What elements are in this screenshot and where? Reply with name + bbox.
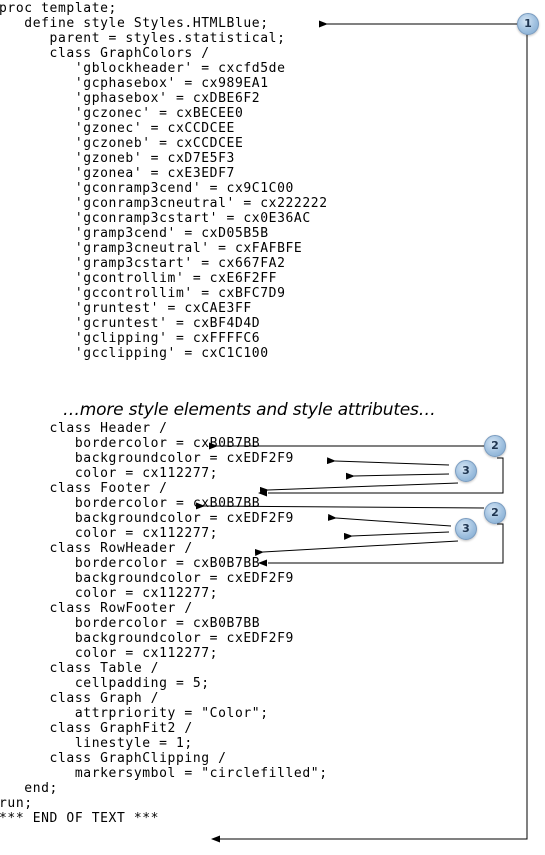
code-line: define style Styles.HTMLBlue; [0, 16, 269, 31]
code-line: class Footer / [0, 481, 168, 496]
callout-badge: 3 [455, 460, 477, 482]
code-line: class GraphClipping / [0, 751, 227, 766]
code-line: class GraphColors / [0, 46, 210, 61]
code-line: bordercolor = cxB0B7BB [0, 436, 261, 451]
code-line: 'gconramp3cend' = cx9C1C00 [0, 181, 294, 196]
code-line: 'gczoneb' = cxCCDCEE [0, 136, 244, 151]
code-line: 'gconramp3cneutral' = cx222222 [0, 196, 328, 211]
code-line: class GraphFit2 / [0, 721, 193, 736]
code-line: 'gzoneb' = cxD7E5F3 [0, 151, 235, 166]
omitted-content-note: …more style elements and style attribute… [63, 400, 436, 420]
code-line: class Header / [0, 421, 168, 436]
code-line: 'gclipping' = cxFFFFC6 [0, 331, 261, 346]
arrow-callout-3-backgroundcolor [345, 472, 450, 480]
callout-badge: 3 [455, 518, 477, 540]
code-line: backgroundcolor = cxEDF2F9 [0, 631, 294, 646]
code-line: 'gcclipping' = cxC1C100 [0, 346, 269, 361]
code-line: class Graph / [0, 691, 160, 706]
code-line: color = cx112277; [0, 526, 219, 541]
code-line: 'gramp3cend' = cxD05B5B [0, 226, 269, 241]
code-line: 'gramp3cneutral' = cxFAFBFE [0, 241, 303, 256]
code-line: backgroundcolor = cxEDF2F9 [0, 511, 294, 526]
code-line: 'gczonec' = cxBECEE0 [0, 106, 244, 121]
arrow-callout-3-footer-backgroundcolor [343, 531, 450, 540]
code-line: end; [0, 781, 58, 796]
code-line: class Table / [0, 661, 160, 676]
code-line: 'gruntest' = cxCAE3FF [0, 301, 252, 316]
code-line: backgroundcolor = cxEDF2F9 [0, 571, 294, 586]
code-line: 'gphasebox' = cxDBE6F2 [0, 91, 261, 106]
code-line: attrpriority = "Color"; [0, 706, 269, 721]
code-line: *** END OF TEXT *** [0, 811, 160, 826]
code-line: cellpadding = 5; [0, 676, 210, 691]
code-line: run; [0, 796, 33, 811]
code-line: color = cx112277; [0, 466, 219, 481]
code-line: bordercolor = cxB0B7BB [0, 556, 261, 571]
arrow-callout-3-footer-color [254, 540, 459, 556]
code-line: bordercolor = cxB0B7BB [0, 616, 261, 631]
code-line: class RowFooter / [0, 601, 193, 616]
callout-badge: 2 [484, 435, 506, 457]
code-line: linestyle = 1; [0, 736, 193, 751]
code-line: 'gblockheader' = cxcfd5de [0, 61, 286, 76]
arrow-callout-3-bordercolor [326, 457, 450, 466]
code-line: parent = styles.statistical; [0, 31, 286, 46]
code-line: bordercolor = cxB0B7BB [0, 496, 261, 511]
code-line: backgroundcolor = cxEDF2F9 [0, 451, 294, 466]
code-line: 'gcruntest' = cxBF4D4D [0, 316, 261, 331]
code-line: 'gcphasebox' = cx989EA1 [0, 76, 269, 91]
code-line: color = cx112277; [0, 586, 219, 601]
code-line: markersymbol = "circlefilled"; [0, 766, 328, 781]
arrowhead-end-of-text [211, 835, 220, 843]
code-line: 'gzonec' = cxCCDCEE [0, 121, 235, 136]
code-line: 'gzonea' = cxE3EDF7 [0, 166, 235, 181]
code-line: color = cx112277; [0, 646, 219, 661]
callout-badge: 2 [484, 502, 506, 524]
code-line: 'gramp3cstart' = cx667FA2 [0, 256, 286, 271]
code-line: 'gconramp3cstart' = cx0E36AC [0, 211, 311, 226]
code-line: proc template; [0, 1, 117, 16]
code-line: 'gccontrollim' = cxBFC7D9 [0, 286, 286, 301]
code-line: 'gcontrollim' = cxE6F2FF [0, 271, 278, 286]
arrow-callout-3-footer-bordercolor [327, 513, 452, 527]
callout-badge: 1 [517, 13, 539, 35]
code-line: class RowHeader / [0, 541, 193, 556]
arrow-callout-3-color [259, 482, 459, 494]
